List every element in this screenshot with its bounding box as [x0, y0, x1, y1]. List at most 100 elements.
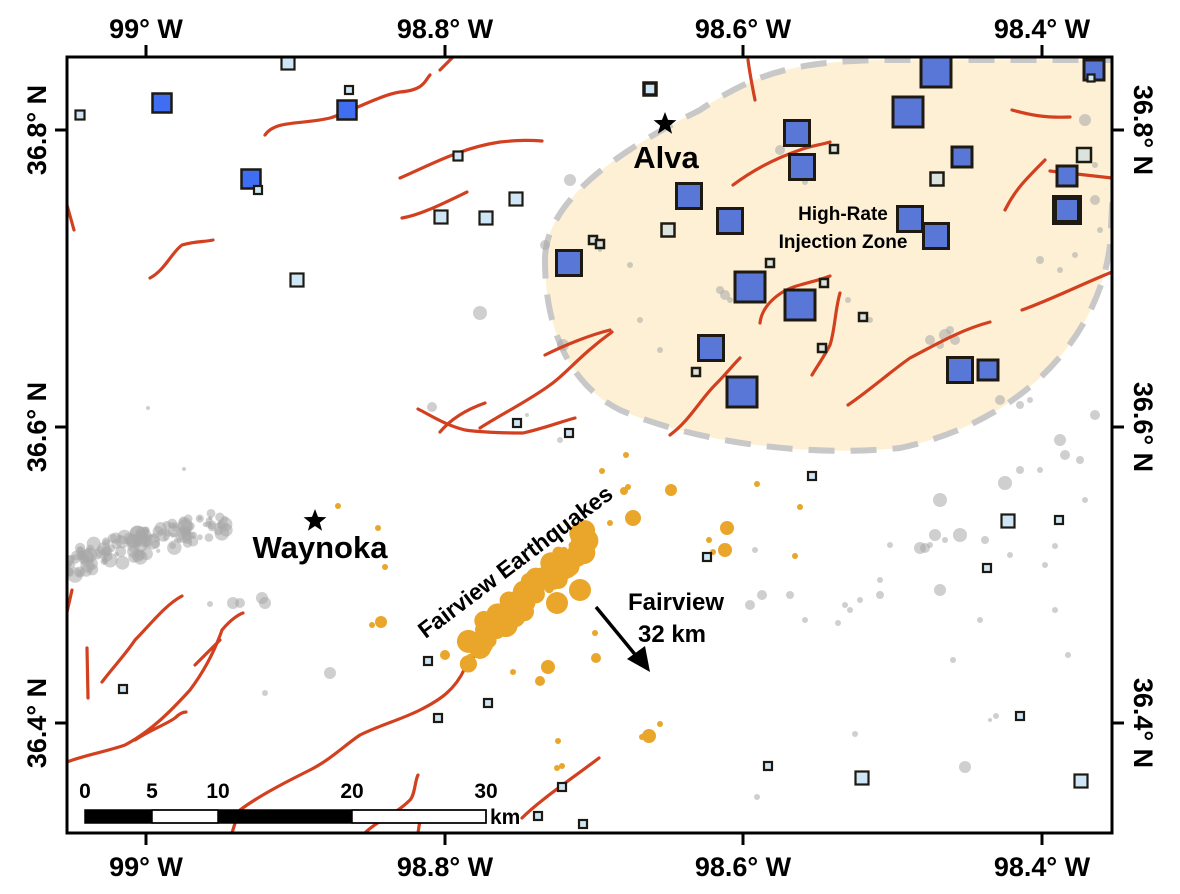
fairview-earthquake-dot: [706, 537, 712, 543]
low-rate-well-marker: [1075, 146, 1093, 164]
earthquake-dot: [1054, 434, 1066, 446]
earthquake-dot: [82, 547, 98, 563]
fairview-earthquake-dot: [599, 468, 605, 474]
earthquake-dot: [1092, 162, 1098, 168]
earthquake-dot: [206, 509, 216, 518]
injection-wells-layer: [74, 57, 1106, 830]
fairview-earthquake-dot: [510, 669, 516, 675]
fairview-direction-arrow: [594, 605, 650, 672]
earthquake-dot: [86, 563, 99, 576]
earthquake-dot: [180, 527, 192, 538]
fairview-earthquake-dot: [555, 738, 561, 744]
fault-line: [1010, 108, 1072, 119]
fairview-earthquakes-layer: [335, 452, 803, 771]
lon-label-bottom: 98.4° W: [994, 852, 1091, 882]
fairview-earthquake-dot: [369, 622, 375, 628]
earthquake-dot: [1052, 607, 1058, 613]
fault-line: [398, 138, 544, 180]
earthquake-dot: [942, 537, 948, 543]
earthquake-dot: [657, 347, 663, 353]
fairview-earthquake-dot: [754, 481, 760, 487]
lat-label-right: 36.4° N: [1128, 678, 1158, 768]
fault-line: [478, 330, 614, 430]
fairview-earthquake-dot: [574, 528, 599, 553]
fairview-earthquake-dot: [541, 660, 555, 674]
fairview-earthquake-dot: [625, 484, 631, 490]
earthquake-dot: [163, 536, 168, 541]
fairview-earthquake-dot: [489, 610, 503, 623]
fairview-earthquake-dot: [494, 621, 504, 630]
earthquake-dot: [219, 523, 233, 537]
high-rate-well-marker: [1052, 195, 1082, 225]
low-rate-well-marker: [1014, 710, 1026, 722]
earthquake-dot: [1076, 456, 1084, 464]
earthquake-dot: [67, 567, 75, 577]
high-rate-well-marker: [733, 270, 767, 304]
earthquake-dot: [540, 240, 550, 250]
earthquake-dot: [205, 517, 213, 525]
earthquake-dot: [1079, 114, 1091, 126]
lat-label-left: 36.8° N: [22, 85, 52, 175]
earthquake-dot: [852, 731, 858, 737]
low-rate-well-marker: [432, 712, 444, 724]
fault-line: [1003, 158, 1047, 212]
high-rate-well-marker: [725, 375, 759, 409]
earthquake-dot: [1090, 410, 1100, 420]
earthquake-dot: [802, 617, 808, 623]
lon-label-top: 98.4° W: [994, 14, 1091, 44]
earthquake-dot: [141, 535, 152, 547]
fault-line: [746, 58, 757, 102]
earthquake-dot: [637, 317, 643, 323]
other-earthquakes-layer: [67, 114, 1103, 800]
earthquake-dot: [202, 522, 208, 527]
earthquake-dot: [182, 467, 186, 471]
high-rate-well-marker: [151, 92, 173, 114]
earthquake-dot: [993, 713, 999, 719]
fault-line: [67, 611, 245, 764]
fault-line: [263, 73, 432, 137]
earthquake-dot: [262, 690, 268, 696]
low-rate-well-marker: [74, 109, 86, 121]
low-rate-well-marker: [690, 366, 702, 378]
earthquake-dot: [745, 600, 755, 610]
fairview-earthquake-dot: [554, 765, 560, 771]
fairview-earthquake-dot: [375, 525, 381, 531]
scale-tick-label: 0: [79, 780, 91, 803]
low-rate-well-marker: [701, 551, 713, 563]
high-rate-well-marker: [783, 119, 811, 147]
earthquake-dot: [867, 317, 873, 323]
earthquake-dot: [324, 667, 336, 679]
town-label-alva: Alva: [633, 140, 699, 175]
earthquake-dot: [86, 544, 94, 553]
scale-tick-label: 5: [146, 780, 158, 803]
earthquake-dot: [877, 577, 883, 583]
lon-label-top: 98.6° W: [695, 14, 792, 44]
axis-ticks: [55, 45, 1124, 845]
fault-line: [133, 710, 188, 742]
zone-label-line1: High-Rate: [798, 204, 888, 225]
low-rate-well-marker: [764, 257, 776, 269]
high-rate-well-marker: [788, 153, 816, 181]
earthquake-dot: [256, 592, 268, 604]
earthquake-dot: [207, 601, 213, 607]
low-rate-well-marker: [660, 222, 676, 238]
lat-label-right: 36.6° N: [1128, 382, 1158, 472]
fairview-earthquake-dot: [535, 676, 545, 686]
earthquake-dot: [925, 335, 935, 345]
earthquake-dot: [934, 584, 946, 596]
earthquake-dot: [114, 551, 119, 557]
fairview-earthquake-dot: [797, 504, 803, 510]
high-rate-well-marker: [896, 205, 924, 233]
fairview-earthquake-dot: [623, 452, 629, 458]
earthquake-dot: [995, 395, 1005, 405]
fairview-earthquake-dot: [546, 592, 568, 614]
earthquake-dot: [933, 493, 947, 507]
earthquake-dot: [1016, 466, 1024, 474]
earthquake-dot: [557, 437, 563, 443]
earthquake-dot: [752, 547, 758, 553]
low-rate-well-marker: [929, 171, 945, 187]
fairview-earthquake-dot: [657, 721, 663, 727]
fairview-earthquake-dot: [465, 633, 477, 644]
